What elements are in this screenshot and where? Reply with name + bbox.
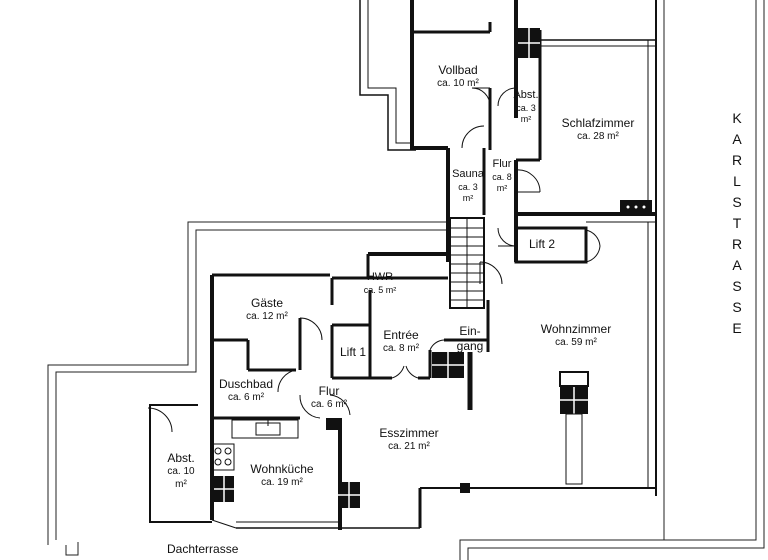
street-letter: S bbox=[732, 278, 742, 294]
street-letter: E bbox=[732, 320, 742, 336]
street-letter: K bbox=[732, 110, 742, 126]
stove bbox=[211, 443, 235, 471]
kitchen-sink bbox=[255, 420, 281, 436]
street-letter: L bbox=[733, 173, 741, 189]
street-letter: S bbox=[732, 194, 742, 210]
street-letter: A bbox=[732, 257, 742, 273]
fixture-grid bbox=[214, 28, 588, 508]
street-letter: R bbox=[731, 152, 743, 168]
terrace-label: Dachterrasse bbox=[167, 542, 239, 556]
street-name: K A R L S T R A S S E bbox=[728, 108, 746, 339]
terrace-outline bbox=[47, 0, 765, 560]
street-letter: R bbox=[731, 236, 743, 252]
fixture-dots bbox=[626, 205, 646, 209]
fixtures bbox=[214, 28, 652, 508]
street-letter: A bbox=[732, 131, 742, 147]
street-letter: T bbox=[732, 215, 742, 231]
staircase bbox=[449, 217, 485, 309]
wohnzimmer-column bbox=[559, 371, 589, 485]
street-letter: S bbox=[732, 299, 742, 315]
main-walls bbox=[149, 214, 657, 530]
door-swings bbox=[147, 87, 601, 433]
upper-wing-walls bbox=[359, 0, 657, 264]
